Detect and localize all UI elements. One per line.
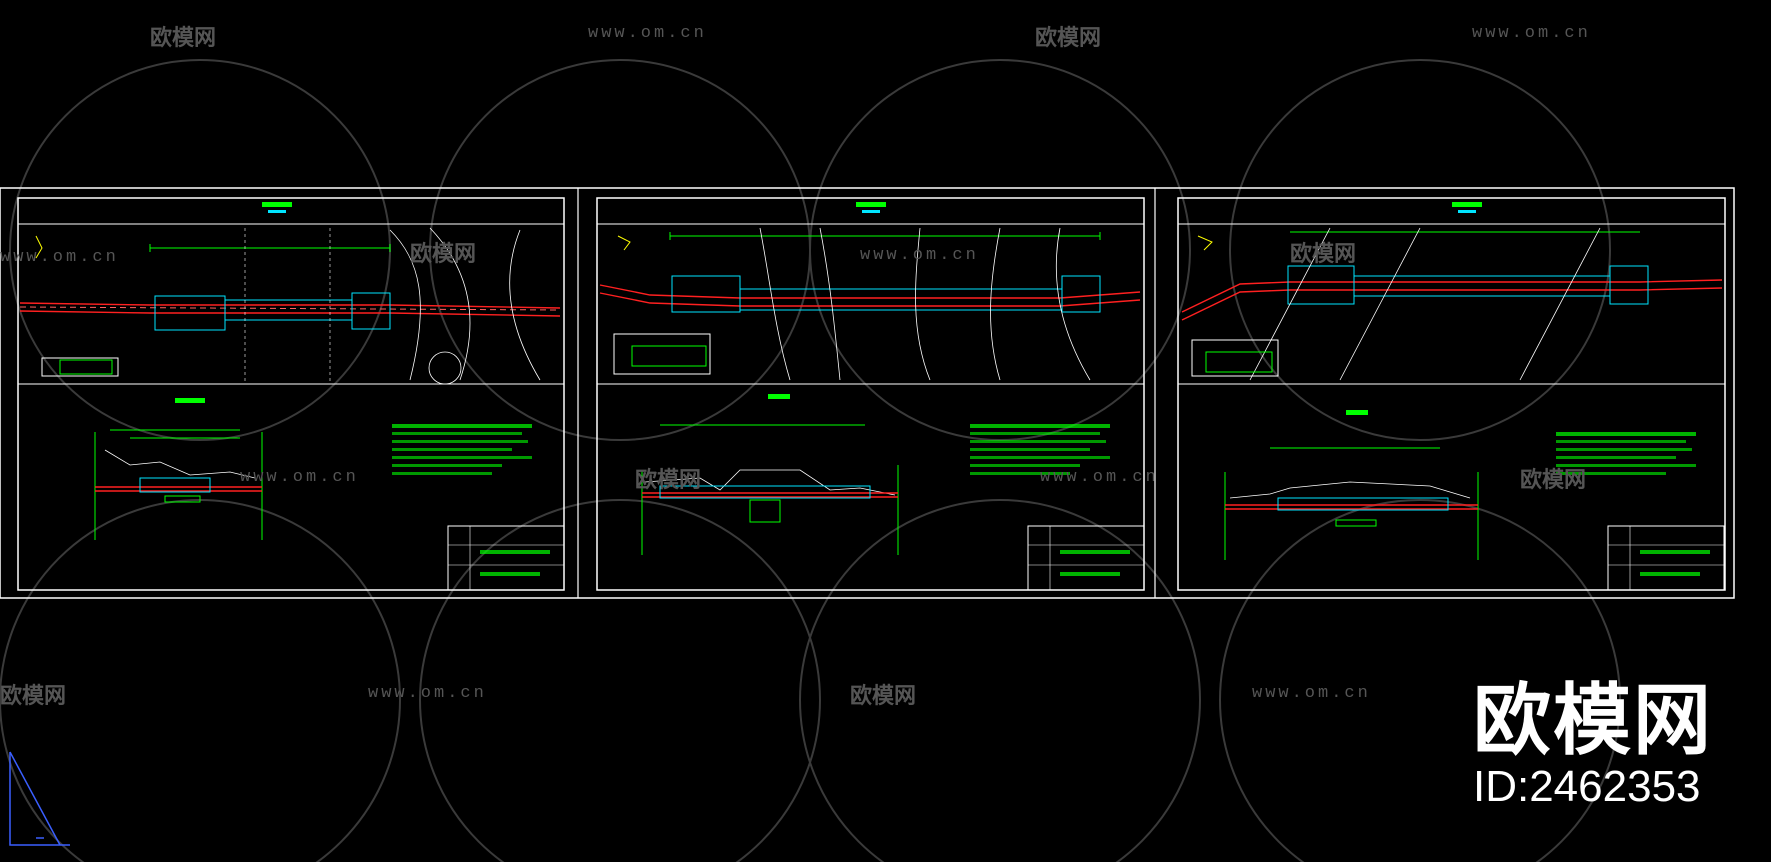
watermark-id-block: 欧模网 ID:2462353: [1473, 680, 1713, 812]
watermark-logo-s3: 欧模网: [1290, 242, 1357, 267]
watermark-id: ID:2462353: [1472, 762, 1701, 811]
watermark-logo-tl: 欧模网: [150, 26, 217, 51]
outer-frame: [0, 187, 1735, 599]
watermark-url-5: www.om.cn: [240, 468, 359, 487]
watermark-logo-tc: 欧模网: [1035, 26, 1102, 51]
watermark-url-3: www.om.cn: [0, 248, 119, 267]
sheet-3[interactable]: [1177, 197, 1726, 591]
ucs-icon: [9, 751, 70, 846]
watermark-url-1: www.om.cn: [588, 24, 707, 43]
watermark-logo-large: 欧模网: [1472, 676, 1713, 766]
watermark-url-8: www.om.cn: [1252, 684, 1371, 703]
sheet-2[interactable]: [596, 197, 1145, 591]
watermark-logo-s3b: 欧模网: [1520, 468, 1587, 493]
watermark-circles: [0, 59, 1621, 862]
watermark-logo-bl: 欧模网: [0, 684, 67, 709]
watermark-logo-bc: 欧模网: [850, 684, 917, 709]
watermark-url-2: www.om.cn: [1472, 24, 1591, 43]
watermark-logo-s2: 欧模网: [635, 468, 702, 493]
watermark-logo-s1: 欧模网: [410, 242, 477, 267]
watermark-url-4: www.om.cn: [860, 246, 979, 265]
watermark-url-7: www.om.cn: [368, 684, 487, 703]
watermark-url-6: www.om.cn: [1040, 468, 1159, 487]
sheet-1[interactable]: [17, 197, 565, 591]
